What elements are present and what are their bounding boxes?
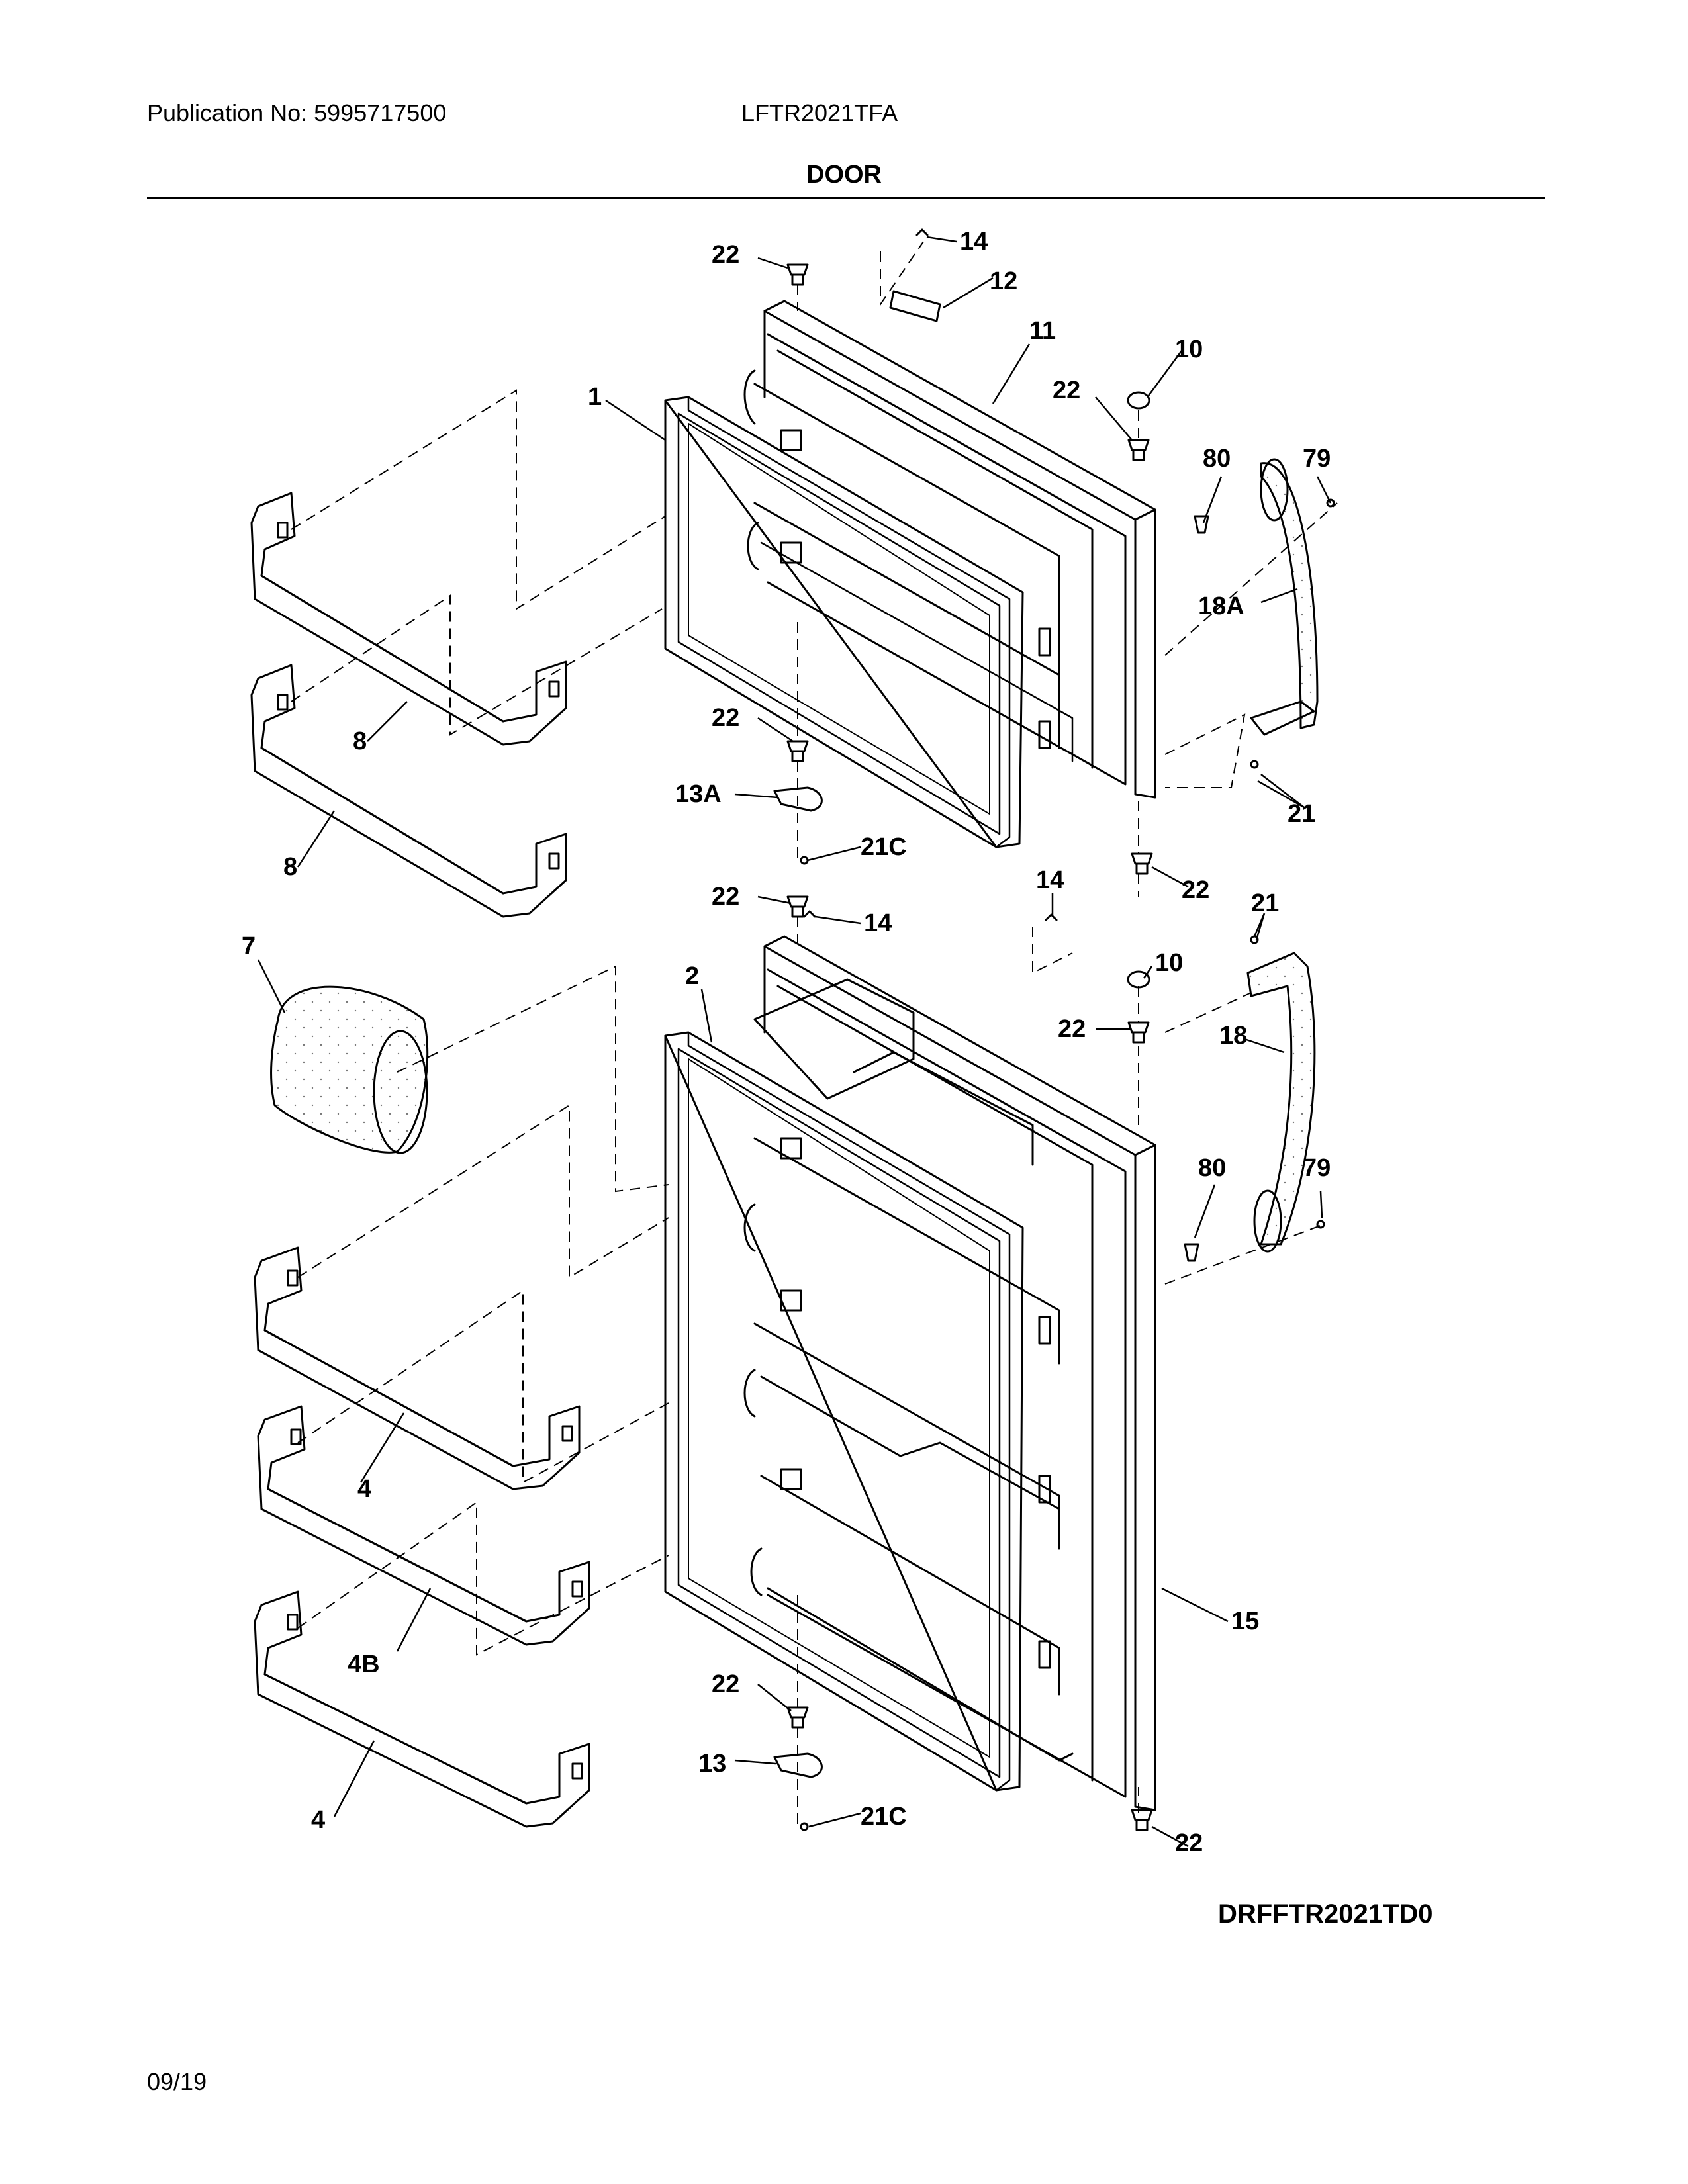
publication-number: Publication No: 5995717500: [147, 99, 447, 126]
callout-21-b: 21: [1251, 889, 1279, 917]
callout-22-e: 22: [712, 883, 739, 911]
section-title: DOOR: [806, 161, 882, 189]
freezer-shelf-8-lower: [250, 664, 567, 918]
callout-8-b: 8: [283, 853, 297, 881]
callout-22-f: 22: [1058, 1015, 1086, 1043]
callout-10-a: 10: [1175, 336, 1203, 363]
callout-79-a: 79: [1303, 445, 1331, 473]
screw-80-upper: [1194, 515, 1209, 534]
callout-12: 12: [990, 267, 1017, 295]
callout-13: 13: [698, 1750, 726, 1778]
plug-14-upper: [915, 228, 929, 236]
callout-22-h: 22: [1175, 1829, 1203, 1857]
diagram-code: DRFFTR2021TD0: [1218, 1899, 1433, 1929]
leader-lines: [257, 236, 1332, 1848]
door-shelf-4-upper: [254, 1246, 581, 1490]
callout-10-b: 10: [1155, 949, 1183, 977]
door-shelf-4-lower: [254, 1590, 590, 1828]
screw-21C-lower: [800, 1822, 809, 1831]
callout-80-a: 80: [1203, 445, 1231, 473]
screw-79-upper: [1326, 498, 1335, 508]
screw-22-right-fresh: [1127, 1021, 1150, 1044]
callout-21C-a: 21C: [861, 833, 907, 861]
callout-22-c: 22: [712, 704, 739, 732]
callout-22-a: 22: [712, 241, 739, 269]
callout-4-a: 4: [357, 1475, 371, 1503]
screw-22-top: [786, 263, 809, 286]
callout-14-b: 14: [1036, 866, 1064, 894]
freezer-gasket-1: [664, 396, 1024, 848]
callout-22-d: 22: [1182, 876, 1209, 904]
callout-79-b: 79: [1303, 1154, 1331, 1182]
freezer-door-11: [743, 300, 1156, 799]
plug-14-lower: [803, 910, 816, 918]
handle-18: [1246, 952, 1316, 1253]
callout-21-a: 21: [1288, 800, 1315, 828]
screw-22-mid: [786, 895, 809, 918]
callout-1: 1: [588, 383, 602, 411]
screw-80-lower: [1184, 1243, 1199, 1262]
hinge-13A: [773, 786, 823, 812]
screw-21C-upper: [800, 856, 809, 865]
label-12: [889, 290, 941, 322]
door-shelf-4B: [257, 1405, 590, 1646]
callout-8-a: 8: [353, 727, 367, 755]
screw-79-lower: [1316, 1220, 1325, 1229]
callout-80-b: 80: [1198, 1154, 1226, 1182]
callout-18: 18: [1219, 1022, 1247, 1050]
header-rule: [147, 197, 1545, 199]
callout-22-g: 22: [712, 1670, 739, 1698]
bin-7: [270, 985, 429, 1154]
plug-14-mid: [1045, 913, 1058, 921]
handle-18A: [1250, 458, 1319, 736]
fresh-food-gasket-2: [664, 1031, 1024, 1792]
callout-7: 7: [242, 933, 256, 960]
screw-22-bottom: [1131, 1809, 1153, 1831]
freezer-shelf-8-upper: [250, 492, 567, 746]
callout-14-a: 14: [960, 228, 988, 255]
callout-4-b: 4: [311, 1806, 325, 1834]
revision-date: 09/19: [147, 2068, 207, 2095]
hinge-13: [773, 1752, 823, 1778]
callout-labels: 22 14 12 11 10 22 1 80 79 18A 8 22 13A 2…: [242, 228, 1331, 1857]
callout-18A: 18A: [1198, 592, 1244, 620]
model-number: LFTR2021TFA: [741, 99, 898, 126]
callout-14-c: 14: [864, 909, 892, 937]
screw-22-hinge-upper: [786, 740, 809, 762]
callout-21C-b: 21C: [861, 1803, 907, 1831]
callout-4B: 4B: [348, 1651, 380, 1678]
screw-22-right-lower-freezer: [1131, 852, 1153, 875]
callout-13A: 13A: [675, 780, 722, 808]
screw-22-right-upper: [1127, 439, 1150, 461]
screw-21-upper: [1250, 760, 1259, 769]
assembly-lines: [291, 241, 1338, 1827]
callout-2: 2: [685, 962, 699, 990]
plug-10-upper: [1127, 391, 1150, 410]
callout-11: 11: [1029, 317, 1056, 345]
callout-22-b: 22: [1053, 377, 1080, 404]
callout-15: 15: [1231, 1608, 1259, 1635]
fresh-food-door-15: [743, 935, 1156, 1811]
